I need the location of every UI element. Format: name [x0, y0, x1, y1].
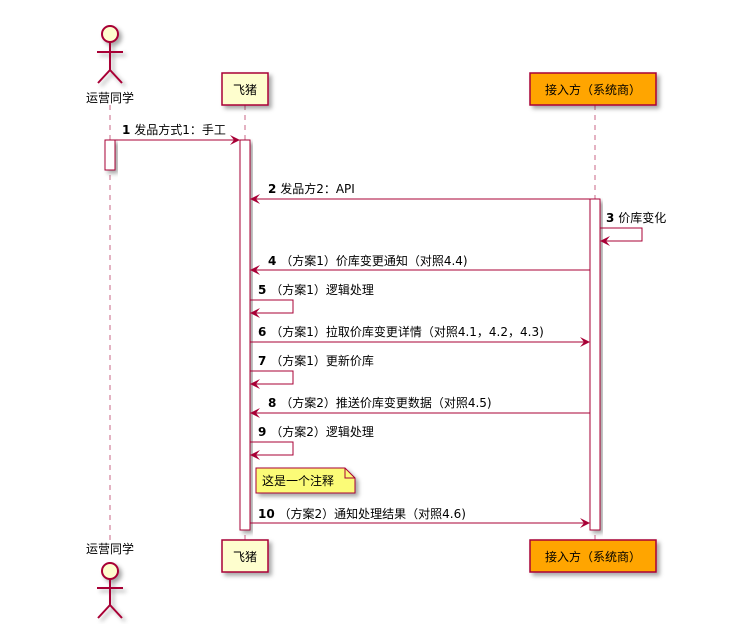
participant-fliggy-top: 飞猪 [221, 72, 269, 106]
message-4: 4 （方案1）价库变更通知（对照4.4) [250, 253, 590, 275]
note: 这是一个注释 [255, 467, 356, 494]
note-text: 这是一个注释 [262, 473, 334, 488]
message-5: 5 （方案1）逻辑处理 [250, 282, 374, 318]
message-7: 7 （方案1）更新价库 [250, 353, 374, 389]
svg-text:8 （方案2）推送价库变更数据（对照4.5): 8 （方案2）推送价库变更数据（对照4.5) [268, 395, 492, 410]
svg-text:9 （方案2）逻辑处理: 9 （方案2）逻辑处理 [258, 424, 374, 439]
svg-text:接入方（系统商）: 接入方（系统商） [545, 549, 641, 564]
svg-text:飞猪: 飞猪 [233, 550, 257, 564]
svg-text:7 （方案1）更新价库: 7 （方案1）更新价库 [258, 353, 374, 368]
message-8: 8 （方案2）推送价库变更数据（对照4.5) [250, 395, 590, 418]
activation-vendor [589, 198, 601, 531]
message-10: 10 （方案2）通知处理结果（对照4.6) [250, 506, 590, 528]
activation-ops [104, 139, 116, 171]
message-1: 1 发品方式1：手工 [115, 122, 240, 145]
message-2: 2 发品方2：API [250, 181, 590, 204]
svg-text:2 发品方2：API: 2 发品方2：API [268, 181, 355, 196]
svg-text:1 发品方式1：手工: 1 发品方式1：手工 [122, 122, 226, 137]
svg-text:6 （方案1）拉取价库变更详情（对照4.1，4.2，4.3): 6 （方案1）拉取价库变更详情（对照4.1，4.2，4.3) [258, 324, 544, 339]
actor-ops-top: 运营同学 [86, 25, 134, 105]
actor-ops-bottom: 运营同学 [86, 541, 134, 619]
participant-vendor-top: 接入方（系统商） [529, 72, 657, 106]
participant-vendor-label: 接入方（系统商） [545, 82, 641, 97]
svg-text:3 价库变化: 3 价库变化 [606, 210, 666, 225]
message-3: 3 价库变化 [600, 210, 666, 246]
svg-text:10 （方案2）通知处理结果（对照4.6): 10 （方案2）通知处理结果（对照4.6) [258, 506, 466, 521]
message-9: 9 （方案2）逻辑处理 [250, 424, 374, 460]
participant-vendor-bottom: 接入方（系统商） [529, 539, 657, 573]
activation-fliggy [239, 139, 251, 531]
actor-ops-label: 运营同学 [86, 90, 134, 105]
svg-text:运营同学: 运营同学 [86, 541, 134, 556]
participant-fliggy-bottom: 飞猪 [221, 539, 269, 573]
participant-fliggy-label: 飞猪 [233, 83, 257, 97]
svg-text:5 （方案1）逻辑处理: 5 （方案1）逻辑处理 [258, 282, 374, 297]
svg-text:4 （方案1）价库变更通知（对照4.4): 4 （方案1）价库变更通知（对照4.4) [268, 253, 468, 268]
message-6: 6 （方案1）拉取价库变更详情（对照4.1，4.2，4.3) [250, 324, 590, 347]
